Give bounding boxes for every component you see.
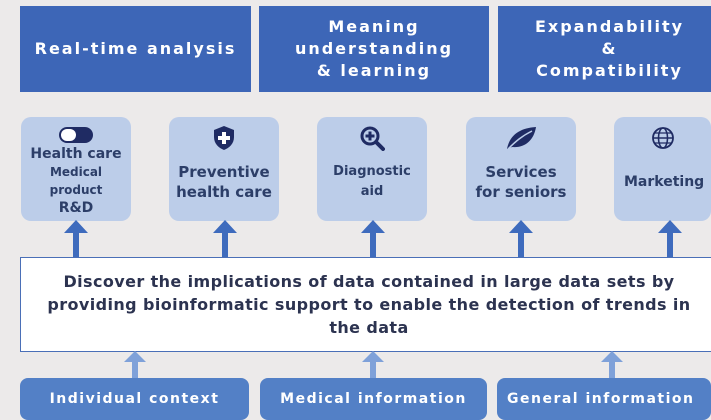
leaf-icon xyxy=(504,125,538,151)
arrow-up-icon xyxy=(124,351,146,379)
bottom-box-label: General information xyxy=(507,391,695,407)
arrow-up-icon xyxy=(213,220,237,257)
card-preventive-health-care: Preventive health care xyxy=(169,117,279,221)
medical-cross-shield-icon xyxy=(213,125,235,151)
card-label: Diagnostic aid xyxy=(333,164,411,199)
pill-icon xyxy=(58,125,94,145)
top-box-label: Meaning understanding & learning xyxy=(294,17,454,80)
card-marketing: Marketing xyxy=(614,117,711,221)
center-statement-box: Discover the implications of data contai… xyxy=(20,257,711,352)
arrow-up-icon xyxy=(362,351,384,379)
top-box-meaning-understanding: Meaning understanding & learning xyxy=(259,6,489,92)
card-services-for-seniors: Services for seniors xyxy=(466,117,576,221)
bottom-box-general-information: General information xyxy=(497,378,711,420)
card-label: Services for seniors xyxy=(475,163,567,201)
arrow-up-icon xyxy=(601,351,623,379)
card-label-line: R&D xyxy=(58,200,94,216)
arrow-up-icon xyxy=(509,220,533,257)
center-statement-text: Discover the implications of data contai… xyxy=(47,272,691,337)
bottom-box-label: Medical information xyxy=(280,391,467,407)
top-box-label: Real-time analysis xyxy=(34,39,237,58)
arrow-up-icon xyxy=(361,220,385,257)
card-label: Marketing xyxy=(624,174,705,190)
globe-icon xyxy=(651,125,675,151)
card-label-line: Medical product xyxy=(49,165,103,197)
bottom-box-medical-information: Medical information xyxy=(260,378,487,420)
top-box-expandability: Expandability & Compatibility xyxy=(498,6,711,92)
card-label-line: Health care xyxy=(30,146,122,162)
card-diagnostic-aid: Diagnostic aid xyxy=(317,117,427,221)
top-box-real-time-analysis: Real-time analysis xyxy=(20,6,251,92)
card-health-care: Health care Medical product R&D xyxy=(21,117,131,221)
magnifier-plus-icon xyxy=(359,125,385,151)
card-label: Preventive health care xyxy=(176,163,272,201)
arrow-up-icon xyxy=(658,220,682,257)
bottom-box-label: Individual context xyxy=(49,391,220,407)
top-box-label: Expandability & Compatibility xyxy=(534,17,685,80)
bottom-box-individual-context: Individual context xyxy=(20,378,249,420)
arrow-up-icon xyxy=(64,220,88,257)
